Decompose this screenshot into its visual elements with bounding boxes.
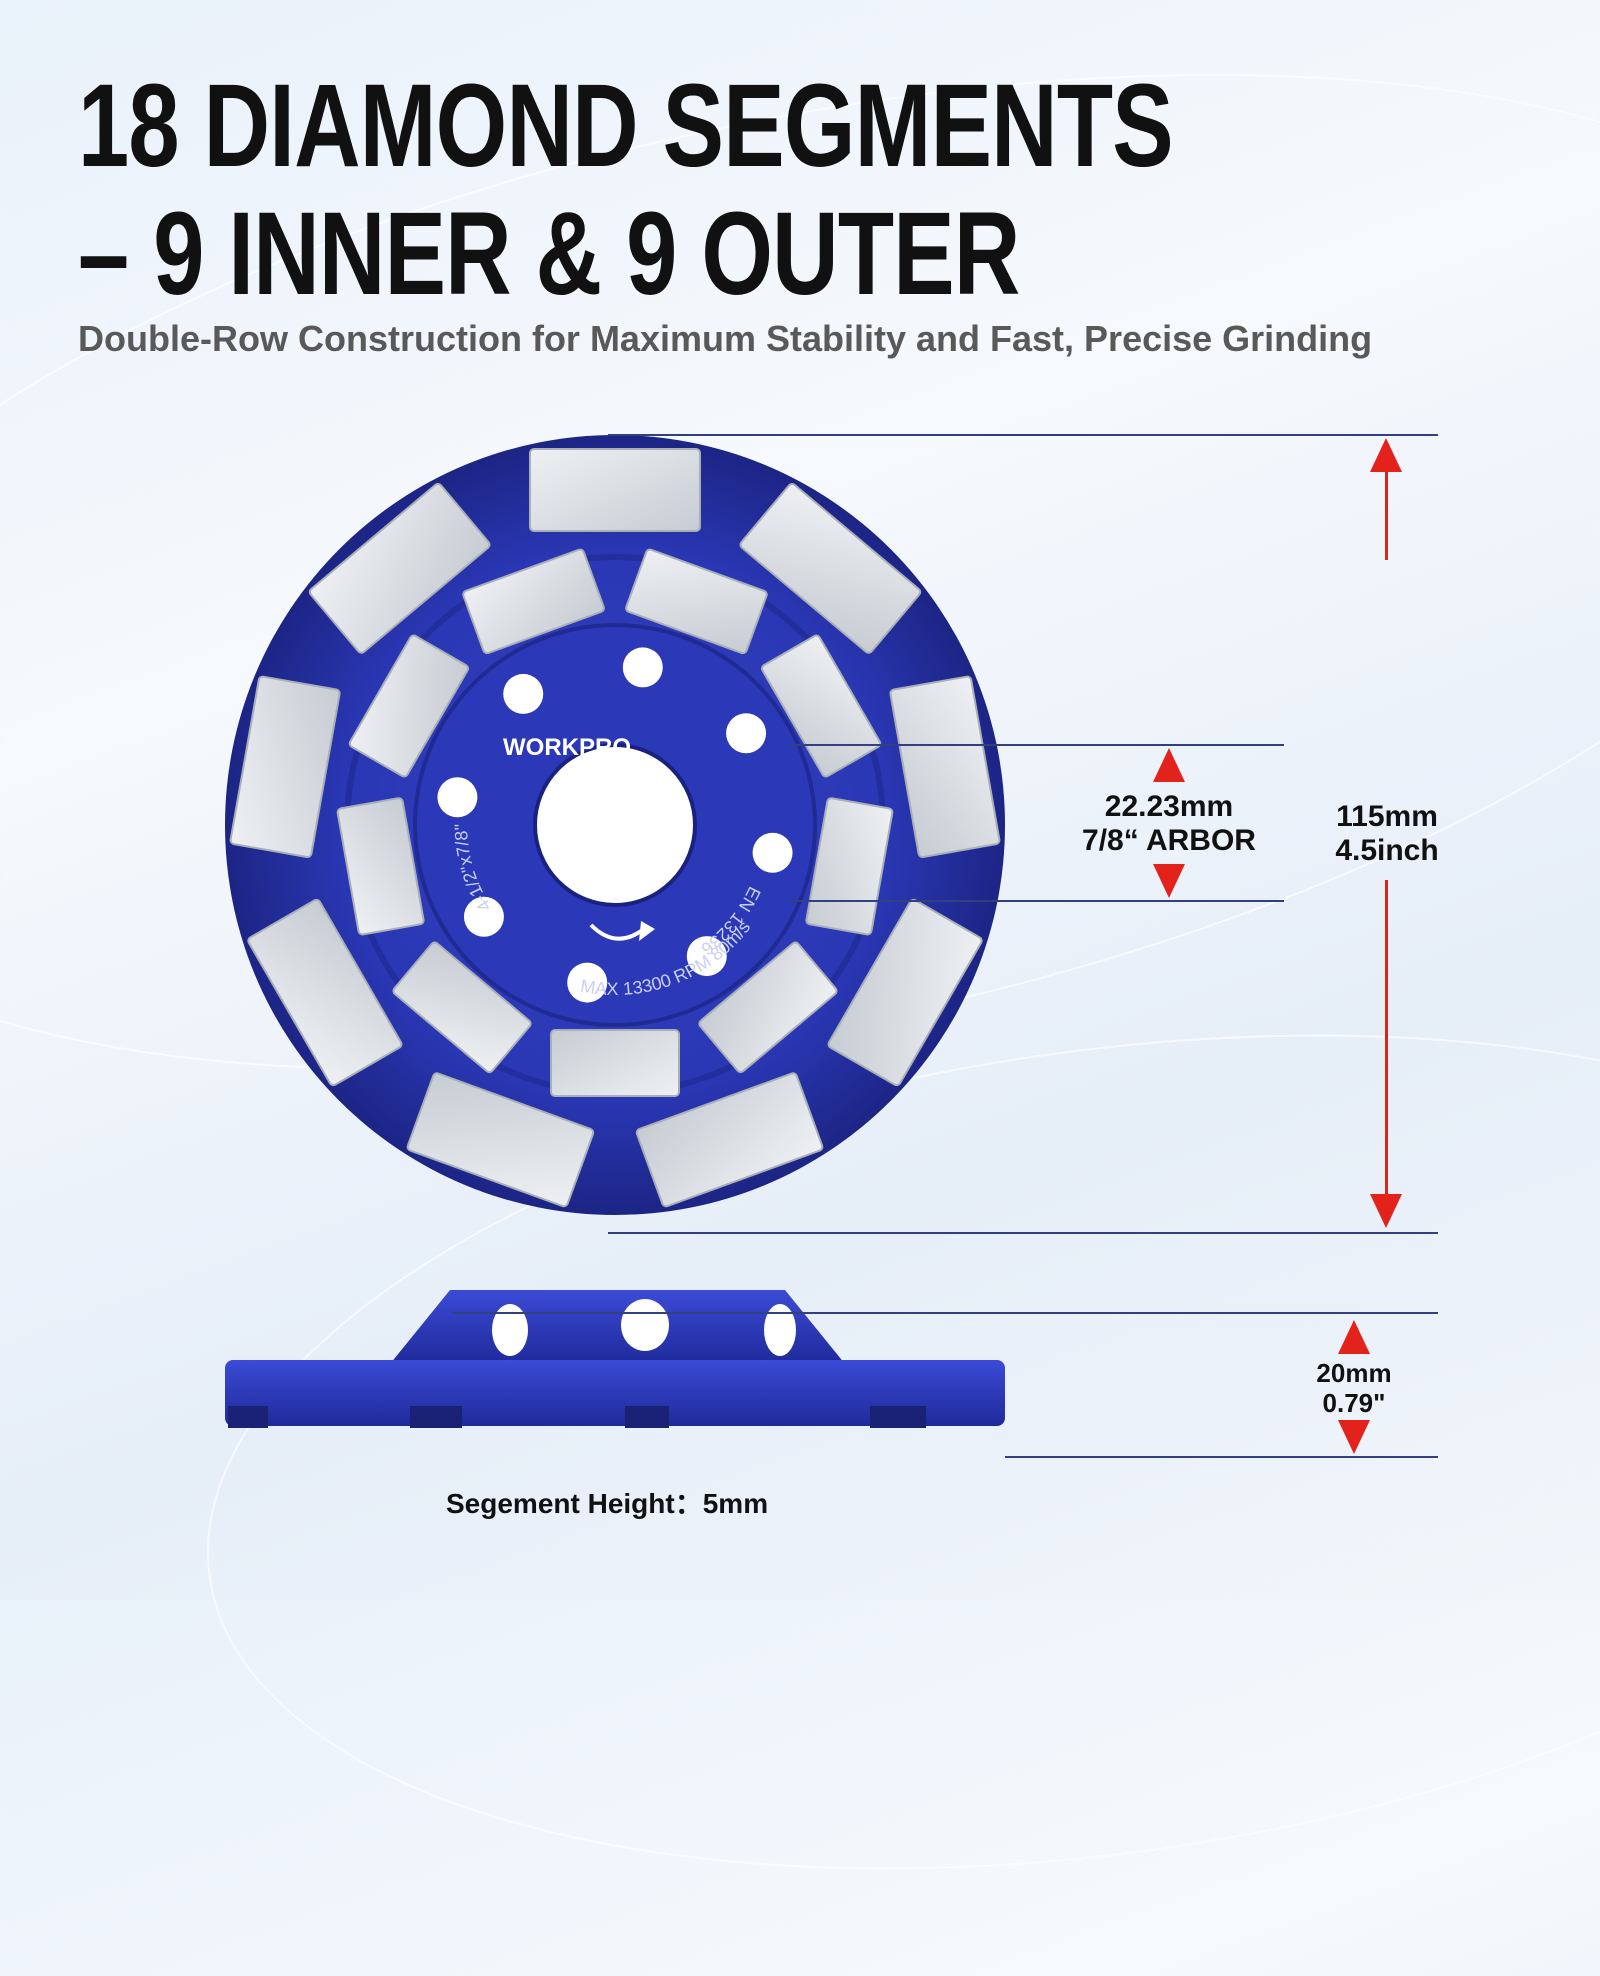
side-segment-gap [870, 1406, 926, 1428]
diameter-arrow-shaft [1385, 470, 1388, 560]
vent-hole [686, 936, 727, 977]
inner-segment-ring [336, 548, 894, 1097]
side-vent-hole [492, 1304, 528, 1356]
outer-diamond-segment [529, 448, 701, 532]
guide-line-height-top [452, 1312, 1438, 1314]
diameter-arrow-up-icon [1370, 438, 1402, 472]
side-vent-hole [764, 1304, 796, 1356]
diameter-mm: 115mm [1336, 800, 1438, 833]
inner-diamond-segment [336, 797, 425, 936]
vent-hole [622, 647, 663, 688]
outer-diamond-segment [827, 898, 983, 1087]
vent-hole [726, 713, 767, 754]
side-vent-hole [621, 1299, 669, 1351]
vent-hole [567, 962, 608, 1003]
inner-diamond-segment [698, 941, 838, 1074]
segment-height-label: Segement Height：5mm [446, 1482, 768, 1522]
grinding-wheel-side-view [225, 1290, 1005, 1428]
inner-diamond-segment [462, 548, 605, 655]
inner-diamond-segment [550, 1029, 680, 1097]
rotation-arrow-icon [589, 921, 655, 941]
arbor-hole [533, 743, 697, 907]
guide-line-diameter-top [608, 434, 1438, 436]
headline: 18 DIAMOND SEGMENTS – 9 INNER & 9 OUTER [78, 60, 1174, 320]
height-label: 20mm 0.79" [1294, 1358, 1414, 1418]
guide-line-height-bottom [1005, 1456, 1438, 1458]
vent-hole [437, 777, 478, 818]
arbor-inch: 7/8“ ARBOR [1082, 824, 1256, 857]
diameter-arrow-down-icon [1370, 1194, 1402, 1228]
outer-diamond-segment [229, 675, 341, 859]
segment-height-value: 5mm [702, 1488, 769, 1519]
outer-diamond-segment [308, 482, 491, 654]
headline-line-1: 18 DIAMOND SEGMENTS [78, 60, 1174, 192]
inner-diamond-segment [760, 634, 882, 778]
outer-diamond-segment [247, 898, 403, 1087]
height-arrow-down-icon [1338, 1420, 1370, 1454]
arbor-label: 22.23mm 7/8“ ARBOR [1074, 790, 1264, 858]
inner-diamond-segment [625, 548, 768, 655]
brand-logo: WORKPRO [503, 734, 631, 761]
vent-hole [463, 896, 504, 937]
arbor-mm: 22.23mm [1104, 790, 1234, 823]
side-segment-gap [410, 1406, 462, 1428]
vent-hole [503, 673, 544, 714]
diameter-label: 115mm 4.5inch [1322, 800, 1452, 868]
subtitle: Double-Row Construction for Maximum Stab… [78, 318, 1373, 359]
segment-height-caption: Segement Height： [446, 1488, 703, 1519]
vent-holes [437, 647, 793, 1003]
outer-diamond-segment [739, 482, 922, 654]
guide-line-diameter-bottom [608, 1232, 1438, 1234]
outer-segment-ring [229, 448, 1001, 1208]
grinding-wheel-top-view: WORKPRO 4-1/2"x7/8" EN 13236 MAX 13300 R… [225, 435, 1005, 1215]
arbor-arrow-up-icon [1153, 748, 1185, 782]
outer-diamond-segment [889, 675, 1001, 859]
diameter-inch: 4.5inch [1335, 834, 1439, 867]
diameter-arrow-shaft [1385, 880, 1388, 1200]
height-mm: 20mm [1316, 1358, 1392, 1388]
guide-line-arbor-top [790, 744, 1284, 746]
vent-hole [752, 832, 793, 873]
guide-line-arbor-bottom [790, 900, 1284, 902]
side-segment-gap [625, 1406, 669, 1428]
side-segment-gap [228, 1406, 268, 1428]
inner-diamond-segment [348, 634, 470, 778]
arbor-arrow-down-icon [1153, 864, 1185, 898]
inner-diamond-segment [392, 941, 532, 1074]
outer-diamond-segment [406, 1072, 595, 1208]
headline-line-2: – 9 INNER & 9 OUTER [78, 188, 1020, 320]
outer-diamond-segment [635, 1072, 824, 1208]
height-arrow-up-icon [1338, 1320, 1370, 1354]
height-inch: 0.79" [1322, 1388, 1386, 1418]
